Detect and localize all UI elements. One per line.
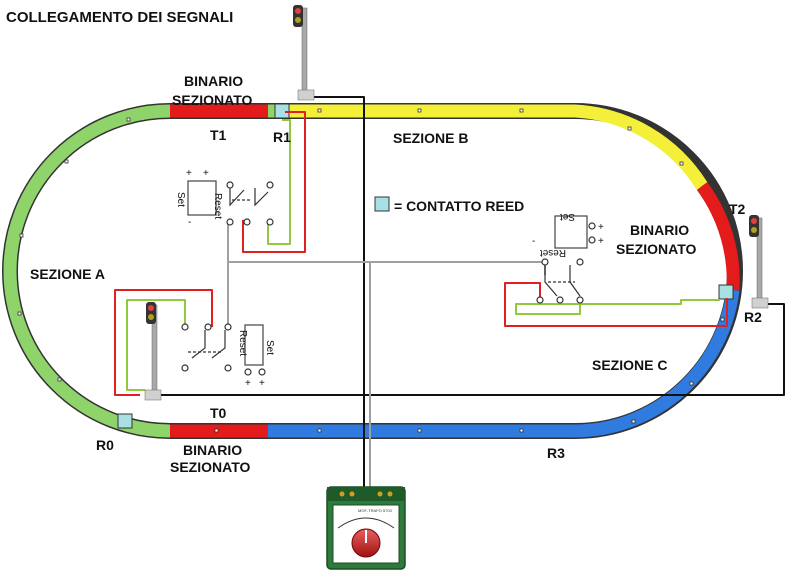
relay-t1 <box>187 180 274 226</box>
legend-reed: = CONTATTO REED <box>394 198 524 214</box>
transformer-label: MOF-TRAFO 5703 <box>358 508 393 513</box>
track-sezione-b <box>282 104 708 190</box>
svg-text:Set: Set <box>560 211 575 222</box>
signal-left <box>144 302 162 401</box>
label-r0: R0 <box>96 437 114 453</box>
page-title: COLLEGAMENTO DEI SEGNALI <box>6 9 233 26</box>
label-sezione-a: SEZIONE A <box>30 266 105 282</box>
svg-text:-: - <box>532 236 535 247</box>
reed-contact-r2 <box>718 284 734 300</box>
svg-text:Set: Set <box>264 340 275 355</box>
svg-text:Reset: Reset <box>237 330 248 356</box>
svg-text:+: + <box>203 168 209 179</box>
relay-t0 <box>181 323 266 376</box>
label-binario-right-2: SEZIONATO <box>616 241 696 257</box>
wires <box>114 96 785 490</box>
track-sezione-c <box>268 289 740 438</box>
label-r1: R1 <box>273 129 291 145</box>
reed-contact-legend <box>374 196 390 212</box>
svg-text:Set: Set <box>175 192 186 207</box>
label-binario-right-1: BINARIO <box>630 222 689 238</box>
relay-t2 <box>536 215 596 304</box>
label-t2: T2 <box>729 201 746 217</box>
label-binario-bottom-1: BINARIO <box>183 442 242 458</box>
svg-text:+: + <box>598 222 604 233</box>
label-binario-top-1: BINARIO <box>184 73 243 89</box>
label-t1: T1 <box>210 127 227 143</box>
transformer: MOF-TRAFO 5703 <box>326 486 406 570</box>
label-r2: R2 <box>744 309 762 325</box>
reed-contact-r0 <box>117 413 133 429</box>
svg-text:+: + <box>245 378 251 389</box>
label-t0: T0 <box>210 405 227 421</box>
track-sezione-a <box>3 104 171 438</box>
svg-text:+: + <box>598 236 604 247</box>
label-sezione-c: SEZIONE C <box>592 357 667 373</box>
svg-text:+: + <box>186 168 192 179</box>
label-sezione-b: SEZIONE B <box>393 130 468 146</box>
signal-top <box>293 5 315 101</box>
svg-text:+: + <box>259 378 265 389</box>
signal-right <box>749 215 769 309</box>
label-r3: R3 <box>547 445 565 461</box>
label-binario-top-2: SEZIONATO <box>172 92 252 108</box>
track-sezionato-right <box>696 182 740 291</box>
svg-text:Reset: Reset <box>540 247 566 258</box>
svg-text:Reset: Reset <box>212 193 223 219</box>
svg-text:-: - <box>188 217 191 228</box>
label-binario-bottom-2: SEZIONATO <box>170 459 250 475</box>
track-oval <box>2 103 743 439</box>
